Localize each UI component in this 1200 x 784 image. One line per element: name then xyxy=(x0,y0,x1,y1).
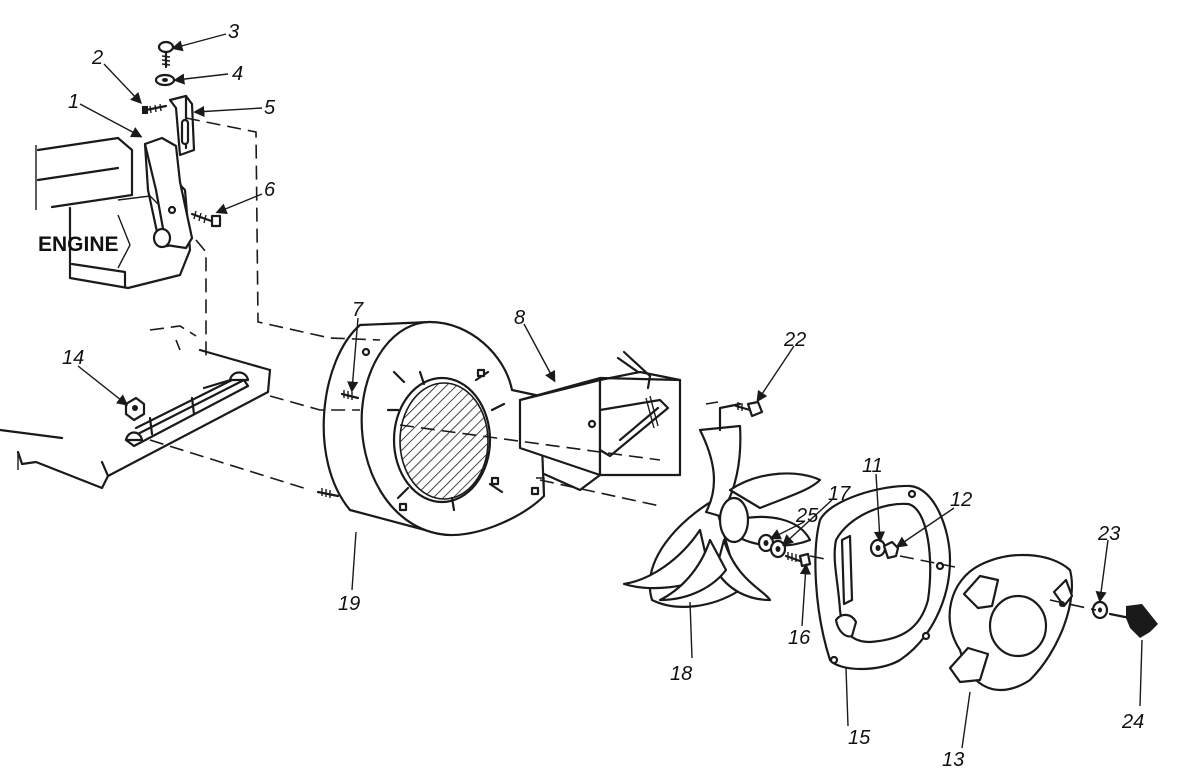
callouts: 1 2 3 4 5 6 7 8 14 19 22 11 12 17 25 16 … xyxy=(62,21,1144,771)
callout-23: 23 xyxy=(1097,523,1120,545)
callout-24: 24 xyxy=(1121,711,1144,733)
part-18-impeller xyxy=(622,402,822,608)
leader-lines xyxy=(77,33,1143,749)
part-1-arm xyxy=(143,136,194,250)
callout-3: 3 xyxy=(228,21,239,43)
part-5-bracket xyxy=(168,94,196,157)
part-4-washer xyxy=(154,73,176,87)
callout-12: 12 xyxy=(950,489,972,511)
part-2-screw xyxy=(142,103,168,114)
part-19-housing xyxy=(316,320,546,537)
callout-5: 5 xyxy=(264,97,276,119)
callout-6: 6 xyxy=(264,179,276,201)
part-3-bolt xyxy=(157,40,175,69)
callout-15: 15 xyxy=(848,727,871,749)
callout-19: 19 xyxy=(338,593,360,615)
assembly-lines xyxy=(149,117,1097,611)
callout-16: 16 xyxy=(788,627,811,649)
part-8-frame xyxy=(518,350,682,492)
callout-1: 1 xyxy=(68,91,79,113)
part-12-nut xyxy=(882,540,900,560)
callout-18: 18 xyxy=(670,663,692,685)
part-24-knob xyxy=(1108,604,1158,638)
part-13-disc xyxy=(948,553,1074,692)
callout-7: 7 xyxy=(352,299,364,321)
callout-25: 25 xyxy=(795,505,819,527)
callout-22: 22 xyxy=(783,329,806,351)
part-14-nut xyxy=(124,396,146,422)
part-11-nut xyxy=(869,538,887,558)
part-15-plate xyxy=(814,484,952,670)
callout-8: 8 xyxy=(514,307,525,329)
engine-label: ENGINE xyxy=(38,233,119,256)
callout-17: 17 xyxy=(828,483,851,505)
part-16-bolt xyxy=(784,552,812,568)
callout-2: 2 xyxy=(91,47,103,69)
callout-4: 4 xyxy=(232,63,243,85)
callout-11: 11 xyxy=(862,455,883,477)
base-plate xyxy=(0,348,272,490)
part-17-washer xyxy=(769,539,787,559)
part-6-screw xyxy=(190,210,222,228)
callout-14: 14 xyxy=(62,347,84,369)
callout-13: 13 xyxy=(942,749,964,771)
